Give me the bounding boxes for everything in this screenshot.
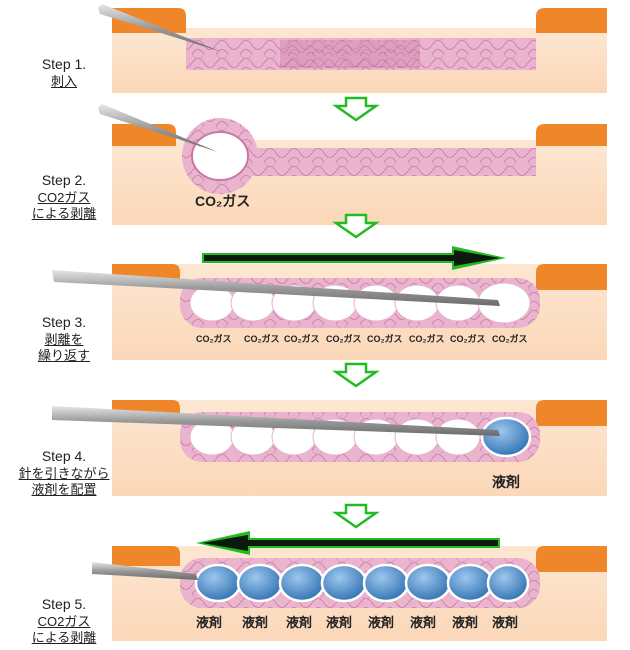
co2-small-label: CO₂ガス <box>409 333 445 344</box>
agent-small-label: 液剤 <box>452 615 478 630</box>
step-4-label: Step 4. 針を引きながら 液剤を配置 <box>14 448 114 498</box>
epidermis-left <box>112 546 180 566</box>
agent-small-label: 液剤 <box>492 615 518 630</box>
epidermis-right <box>536 546 607 572</box>
step-2-label: Step 2. CO2ガス による剥離 <box>14 172 114 222</box>
co2-label-row: CO₂ガス CO₂ガス CO₂ガス CO₂ガス CO₂ガス CO₂ガス CO₂ガ… <box>196 333 528 344</box>
step-description: CO2ガス <box>37 614 91 629</box>
epidermis-left <box>112 8 186 33</box>
needle <box>98 104 218 152</box>
down-arrow-3 <box>332 362 380 388</box>
panel-step-5: 液剤 液剤 液剤 液剤 液剤 液剤 液剤 液剤 <box>92 531 607 641</box>
needle <box>52 270 500 306</box>
tissue-layer <box>250 148 536 176</box>
co2-small-label: CO₂ガス <box>326 333 362 344</box>
step-description: 繰り返す <box>37 348 90 363</box>
step-description: 針を引きながら <box>18 466 110 481</box>
co2-small-label: CO₂ガス <box>450 333 486 344</box>
agent-small-label: 液剤 <box>326 615 352 630</box>
down-arrow-4 <box>332 503 380 529</box>
step-description: CO2ガス <box>37 190 91 205</box>
agent-small-label: 液剤 <box>242 615 268 630</box>
agent-label: 液剤 <box>492 474 520 490</box>
co2-bubble <box>191 131 249 181</box>
co2-small-label: CO₂ガス <box>492 333 528 344</box>
co2-small-label: CO₂ガス <box>196 333 232 344</box>
step-description: による剥離 <box>31 630 97 645</box>
panel-step-2: CO₂ガス <box>98 104 607 225</box>
panel-step-3: CO₂ガス CO₂ガス CO₂ガス CO₂ガス CO₂ガス CO₂ガス CO₂ガ… <box>52 246 607 360</box>
needle <box>98 4 222 52</box>
co2-label: CO₂ガス <box>195 193 250 209</box>
step-1-label: Step 1. 刺入 <box>14 56 114 90</box>
step-number: Step 4. <box>41 448 87 464</box>
step-number: Step 3. <box>41 314 87 330</box>
needle <box>92 562 198 580</box>
step-3-label: Step 3. 剥離を 繰り返す <box>14 314 114 364</box>
agent-small-label: 液剤 <box>410 615 436 630</box>
agent-label-row: 液剤 液剤 液剤 液剤 液剤 液剤 液剤 液剤 <box>196 615 518 630</box>
step-description: による剥離 <box>31 206 97 221</box>
epidermis-right <box>536 8 607 33</box>
agent-small-label: 液剤 <box>286 615 312 630</box>
tissue-dense-zone <box>280 40 420 68</box>
panel-step-1 <box>98 4 607 93</box>
step-5-label: Step 5. CO2ガス による剥離 <box>14 596 114 646</box>
co2-small-label: CO₂ガス <box>244 333 280 344</box>
liquid-drop <box>480 416 532 458</box>
agent-small-label: 液剤 <box>196 615 222 630</box>
step-description: 液剤を配置 <box>31 482 97 497</box>
forward-arrow <box>202 246 506 270</box>
panel-step-4: 液剤 <box>52 400 607 496</box>
step-number: Step 1. <box>41 56 87 72</box>
agent-small-label: 液剤 <box>368 615 394 630</box>
co2-small-label: CO₂ガス <box>367 333 403 344</box>
epidermis-right <box>536 400 607 426</box>
needle <box>52 406 500 436</box>
epidermis-right <box>536 264 607 290</box>
co2-small-label: CO₂ガス <box>284 333 320 344</box>
step-number: Step 2. <box>41 172 87 188</box>
backward-arrow <box>196 531 500 555</box>
step-description: 剥離を <box>44 332 84 347</box>
step-description: 刺入 <box>50 74 77 89</box>
down-arrow-2 <box>332 213 380 239</box>
step-number: Step 5. <box>41 596 87 612</box>
down-arrow-1 <box>332 96 380 122</box>
epidermis-right <box>536 124 607 146</box>
liquid-drop-chain <box>194 563 530 603</box>
